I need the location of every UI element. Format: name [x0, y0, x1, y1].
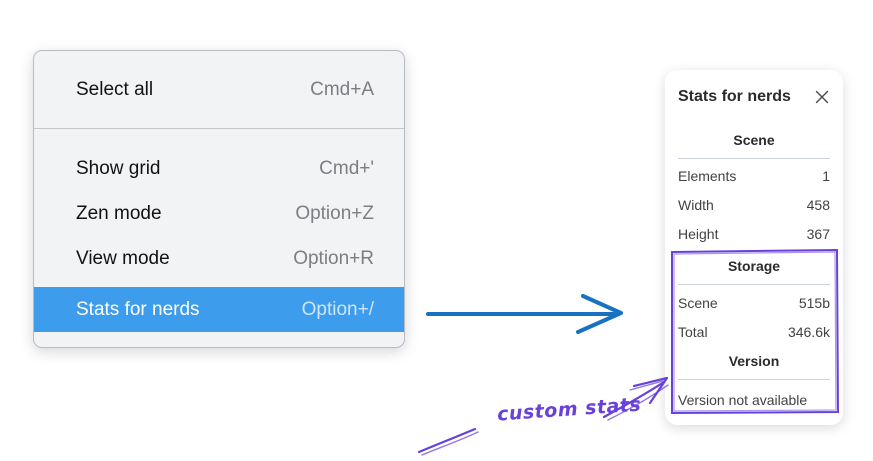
stat-value: 515b: [798, 295, 830, 311]
menu-item-label: Zen mode: [76, 202, 162, 224]
stats-panel: Stats for nerds Scene Elements 1 Width 4…: [665, 70, 843, 425]
blue-arrow: [426, 294, 623, 334]
section-heading-scene: Scene: [733, 132, 775, 148]
version-note: Version not available: [678, 392, 808, 408]
stat-row-height: Height 367: [678, 220, 830, 249]
menu-item-shortcut: Cmd+A: [310, 79, 374, 100]
stat-label: Width: [678, 197, 714, 213]
stat-label: Total: [678, 324, 708, 340]
menu-item-select-all[interactable]: Select all Cmd+A: [34, 63, 404, 117]
stat-label: Elements: [678, 168, 737, 184]
stats-panel-header: Stats for nerds: [678, 86, 830, 108]
menu-item-show-grid[interactable]: Show grid Cmd+': [34, 146, 404, 191]
stat-label: Scene: [678, 295, 718, 311]
stat-value: 367: [806, 226, 830, 242]
menu-item-shortcut: Option+/: [301, 298, 374, 320]
stat-value: 346.6k: [787, 324, 830, 340]
menu-item-shortcut: Cmd+': [319, 157, 374, 179]
menu-item-label: Stats for nerds: [76, 298, 200, 320]
menu-item-label: View mode: [76, 247, 170, 269]
section-divider: [678, 158, 830, 159]
stat-row-width: Width 458: [678, 191, 830, 220]
section-heading-storage: Storage: [727, 258, 781, 274]
menu-separator: [34, 128, 404, 129]
stat-row-scene-size: Scene 515b: [678, 289, 830, 318]
menu-item-label: Select all: [76, 79, 154, 100]
stat-value: 1: [822, 168, 830, 184]
stat-row-elements: Elements 1: [678, 162, 830, 191]
stats-panel-title: Stats for nerds: [678, 88, 791, 105]
section-divider: [678, 284, 830, 285]
storage-rows: Scene 515b Total 346.6k: [678, 289, 830, 347]
menu-item-label: Show grid: [76, 157, 161, 179]
stat-row-total-size: Total 346.6k: [678, 318, 830, 347]
menu-item-view-mode[interactable]: View mode Option+R: [34, 236, 404, 281]
close-icon[interactable]: [814, 89, 830, 105]
stat-value: 458: [806, 197, 830, 213]
menu-item-shortcut: Option+Z: [295, 202, 374, 224]
scene-rows: Elements 1 Width 458 Height 367: [678, 162, 830, 249]
stat-label: Height: [678, 226, 719, 242]
section-heading-version: Version: [728, 353, 780, 369]
custom-stats-arrow: [417, 376, 669, 456]
annotation-custom-stats: custom stats: [496, 393, 642, 426]
menu-item-shortcut: Option+R: [293, 247, 374, 269]
menu-item-stats-for-nerds[interactable]: Stats for nerds Option+/: [34, 287, 404, 332]
section-divider: [678, 379, 830, 380]
menu-item-zen-mode[interactable]: Zen mode Option+Z: [34, 191, 404, 236]
context-menu: Select all Cmd+A Show grid Cmd+' Zen mod…: [33, 50, 405, 348]
